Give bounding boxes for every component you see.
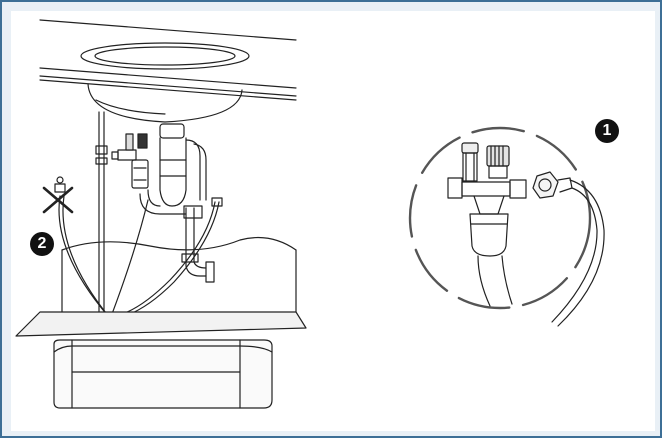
cold-water-pipe bbox=[95, 111, 108, 317]
detail-t-valve bbox=[447, 142, 527, 257]
detail-flex-hose bbox=[532, 171, 605, 327]
cabinet-wall bbox=[61, 237, 297, 313]
water-heater-unit bbox=[53, 339, 273, 409]
step-1-badge: 1 bbox=[595, 119, 619, 143]
t-valve-icon bbox=[111, 133, 149, 189]
floor-plate bbox=[15, 311, 307, 337]
detail-hose-down bbox=[477, 255, 513, 307]
sink-basin bbox=[80, 42, 250, 123]
drain-trap bbox=[139, 123, 215, 283]
detail-circle bbox=[408, 126, 592, 310]
step-2-badge: 2 bbox=[30, 232, 54, 256]
countertop bbox=[39, 19, 297, 101]
forbidden-fitting bbox=[54, 176, 66, 193]
cross-mark-icon bbox=[42, 186, 74, 214]
